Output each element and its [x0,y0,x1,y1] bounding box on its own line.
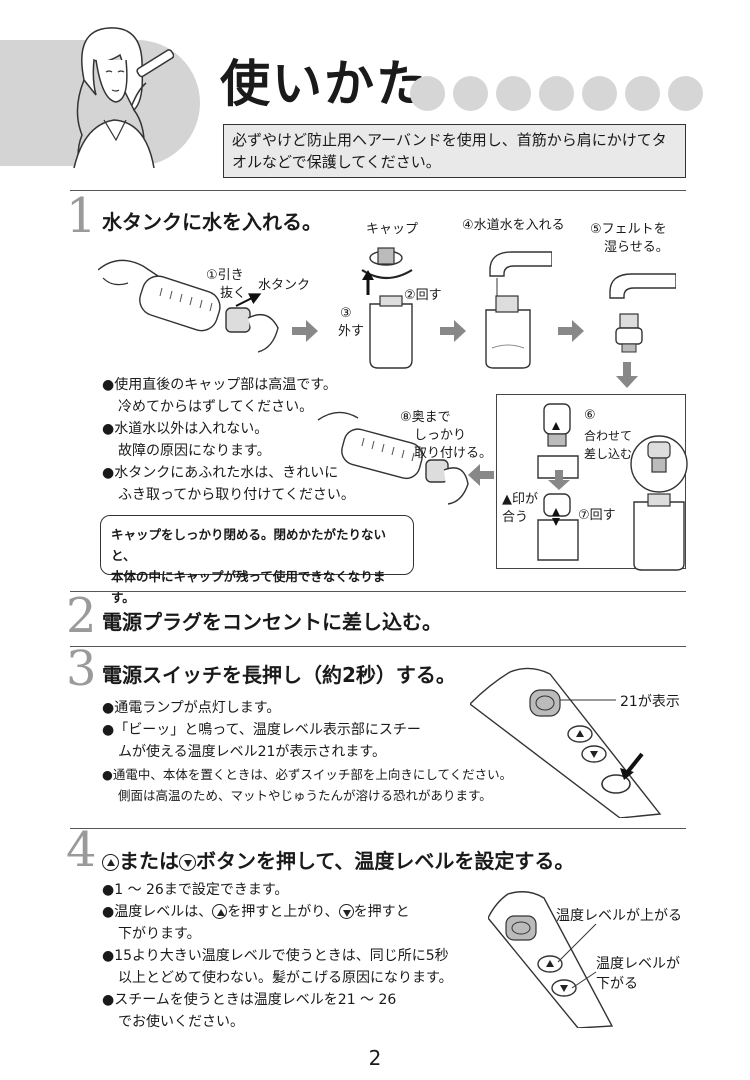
label-align-2: 差し込む [584,447,633,461]
step-3-title: 電源スイッチを長押し（約2秒）する。 [102,663,456,687]
step-2-title: 電源プラグをコンセントに差し込む。 [102,610,442,634]
safety-warning-box: 必ずやけど防止用ヘアーバンドを使用し、首筋から肩にかけてタオルなどで保護してくだ… [223,124,686,178]
note-line: ●通電ランプが点灯します。 [102,700,281,716]
step-1-notes: ●使用直後のキャップ部は高温です。 冷めてからはずしてください。 ●水道水以外は… [102,374,355,506]
note-line: でお使いください。 [118,1014,244,1030]
decoration-dot [582,76,617,111]
arrow-down-icon [548,470,570,490]
note-line: 故障の原因になります。 [118,443,271,459]
step-4-title-mid: または [119,849,179,873]
step-4-title: またはボタンを押して、温度レベルを設定する。 [102,845,574,874]
step-1-number: 1 [66,188,97,244]
arrow-right-icon [558,320,584,342]
label-level-down-1: 温度レベルが [596,956,680,972]
page-title: 使いかた [220,55,428,113]
note-line: 下がります。 [118,926,201,942]
label-level-down-2: 下がる [596,976,638,992]
step-4-title-end: ボタンを押して、温度レベルを設定する。 [196,849,575,873]
title-decoration-dots [410,76,703,111]
faucet-wetting-felt-illustration [609,273,676,353]
caution-line: 本体の中にキャップが残って使用できなくなります。 [111,569,386,605]
step-2-number: 2 [66,588,97,644]
note-line: ●水タンクにあふれた水は、きれいに [102,465,339,481]
label-pull-2: 抜く [220,286,247,301]
power-switch-device-illustration [470,667,662,818]
step-3-small-notes: ●通電中、本体を置くときは、必ずスイッチ部を上向きにしてください。 側面は高温の… [102,764,512,806]
up-button-icon [102,854,119,871]
note-text: ●温度レベルは、 [102,904,213,920]
section-divider [70,190,686,191]
note-line: ムが使える温度レベル21が表示されます。 [118,744,386,760]
note-text: を押すと上がり、 [227,904,339,920]
note-line: ●15より大きい温度レベルで使うときは、同じ所に5秒 [102,948,449,964]
arrow-right-icon [440,320,466,342]
up-button-icon [212,904,228,919]
cap-insert-illustration [537,403,579,479]
label-remove: 外す [338,324,365,339]
label-mark-2: 合う [502,510,529,525]
decoration-dot [539,76,574,111]
section-divider [70,591,686,592]
note-line: ●1 ～ 26まで設定できます。 [102,882,289,898]
label-wet-felt-1: ⑤フェルトを [590,222,667,237]
note-line: ●使用直後のキャップ部は高温です。 [102,377,337,393]
label-align-1: 合わせて [584,429,633,443]
label-fill-tap-water: ④水道水を入れる [462,218,565,233]
iron-remove-tank-illustration [98,259,279,353]
page-number: 2 [368,1046,382,1070]
label-remove-num: ③ [340,306,352,321]
label-water-tank: 水タンク [258,278,311,293]
step-4-notes: ●1 ～ 26まで設定できます。 ●温度レベルは、を押すと上がり、を押すと 下が… [102,879,453,1033]
label-mark-1: ▲印が [502,492,538,507]
label-align-num: ⑥ [584,408,596,423]
temperature-buttons-device-illustration [488,891,614,1028]
note-line: ●水道水以外は入れない。 [102,421,269,437]
label-wet-felt-2: 湿らせる。 [604,240,669,255]
label-attach-1: ⑧奥まで [400,410,451,425]
label-turn-cap: ②回す [404,288,442,303]
label-attach-3: 取り付ける。 [414,446,493,461]
label-turn-7: ⑦回す [578,508,616,523]
note-line: ●温度レベルは、を押すと上がり、を押すと [102,901,453,923]
step-3-notes: ●通電ランプが点灯します。 ●「ビーッ」と鳴って、温度レベル表示部にスチー ムが… [102,697,421,763]
label-pull-1: ①引き [206,268,244,283]
decoration-dot [496,76,531,111]
decoration-dot [453,76,488,111]
label-cap: キャップ [366,222,419,237]
label-attach-2: しっかり [414,428,467,443]
arrow-right-icon [292,320,318,342]
caution-line: キャップをしっかり閉める。閉めかたがたりないと、 [111,527,387,563]
iron-reattach-tank-illustration [317,411,469,505]
cap-detail-illustration [630,435,688,571]
note-line: ●スチームを使うときは温度レベルを21 ～ 26 [102,992,397,1008]
down-button-icon [179,854,196,871]
note-line: ●通電中、本体を置くときは、必ずスイッチ部を上向きにしてください。 [102,767,513,782]
decoration-dot [668,76,703,111]
cap-alignment-inset [496,394,686,569]
decoration-dot [625,76,660,111]
note-line: 以上とどめて使わない。髪がこげる原因になります。 [118,970,453,986]
tank-cap-removal-illustration [361,247,413,369]
note-line: 冷めてからはずしてください。 [118,399,314,415]
cap-turn-illustration [537,493,579,561]
faucet-filling-tank-illustration [485,251,552,369]
decoration-dot [410,76,445,111]
arrow-down-icon [616,362,638,388]
cap-caution-box: キャップをしっかり閉める。閉めかたがたりないと、 本体の中にキャップが残って使用… [100,515,414,605]
arrow-left-icon [468,464,494,486]
step-1-title: 水タンクに水を入れる。 [102,210,322,234]
section-divider [70,646,686,647]
label-21-displayed: 21が表示 [620,694,680,710]
step-4-number: 4 [66,822,97,878]
down-button-icon [338,904,354,919]
woman-with-curling-iron-illustration [73,27,174,169]
note-text: を押すと [353,904,410,920]
label-level-up: 温度レベルが上がる [556,908,682,924]
section-divider [70,828,686,829]
note-line: 側面は高温のため、マットやじゅうたんが溶ける恐れがあります。 [118,788,492,803]
note-line: ●「ビーッ」と鳴って、温度レベル表示部にスチー [102,722,421,738]
step-3-number: 3 [66,641,97,697]
note-line: ふき取ってから取り付けてください。 [118,487,355,503]
